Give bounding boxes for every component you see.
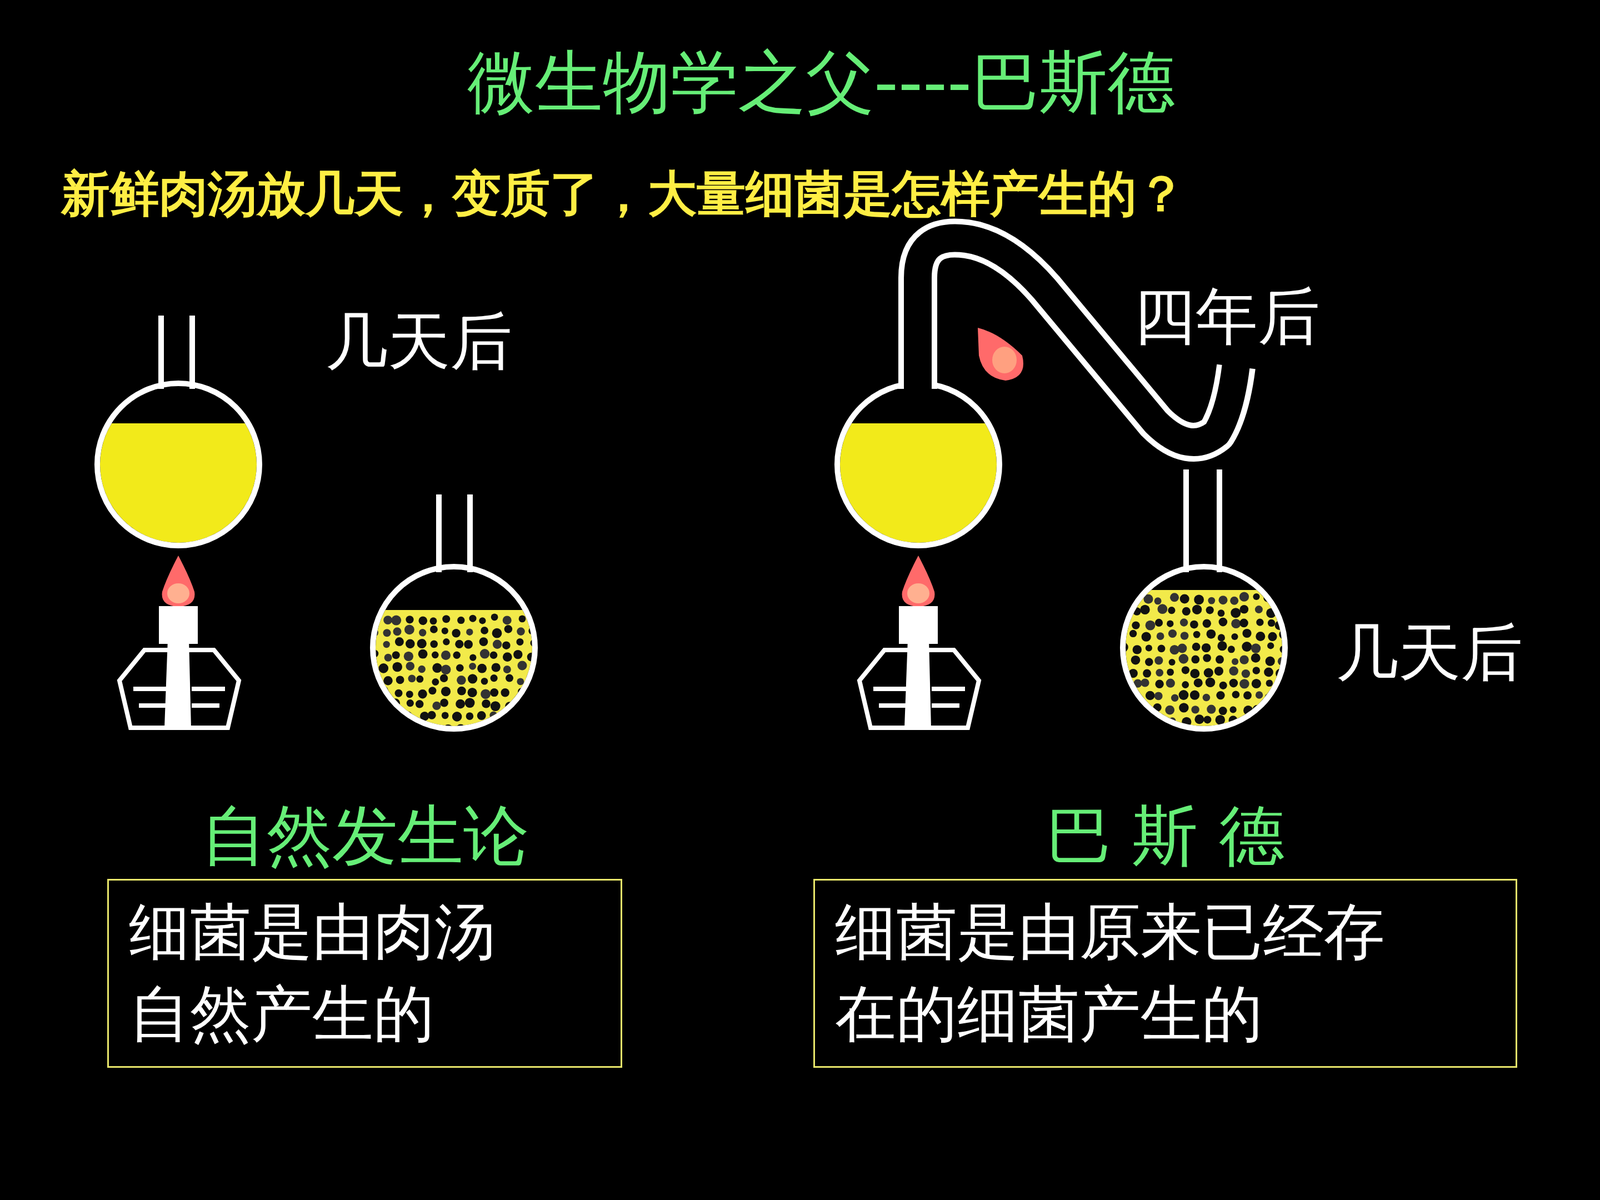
box-body-text: 细菌是由肉汤自然产生的 xyxy=(128,890,514,1056)
title: 微生物学之父----巴斯德 xyxy=(467,37,1175,129)
question-text: 新鲜肉汤放几天，变质了，大量细菌是怎样产生的？ xyxy=(61,161,1186,228)
box-body: 细菌是由肉汤自然产生的 xyxy=(107,878,623,1068)
theory-box: 巴 斯 德细菌是由原来已经存在的细菌产生的 xyxy=(813,800,1518,1068)
time-label: 几天后 xyxy=(325,300,513,384)
time-label: 几天后 xyxy=(1336,611,1523,695)
theory-box: 自然发生论细菌是由肉汤自然产生的 xyxy=(107,800,623,1068)
box-body-text: 细菌是由原来已经存在的细菌产生的 xyxy=(835,890,1404,1056)
time-label: 四年后 xyxy=(1133,275,1320,359)
box-body: 细菌是由原来已经存在的细菌产生的 xyxy=(813,878,1518,1068)
box-heading: 自然发生论 xyxy=(107,800,623,873)
box-heading: 巴 斯 德 xyxy=(813,800,1518,873)
